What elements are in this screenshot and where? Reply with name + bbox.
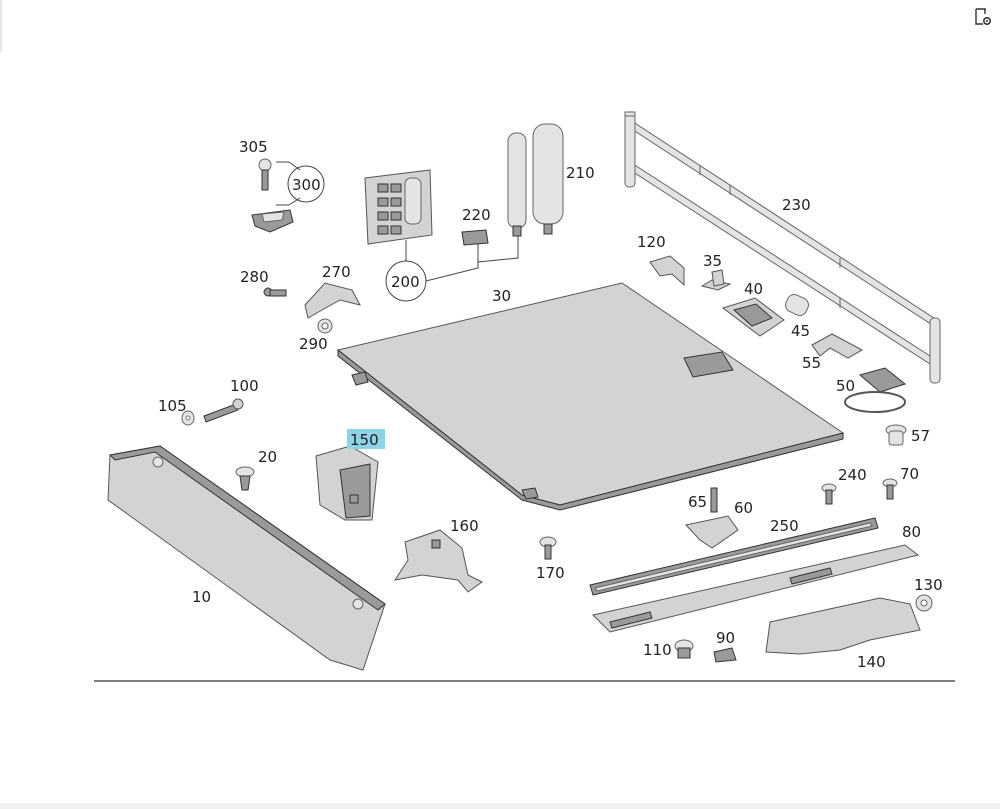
part-140-cover[interactable] bbox=[765, 597, 921, 655]
part-150-bracket[interactable] bbox=[315, 445, 379, 521]
part-45-lock[interactable] bbox=[783, 292, 811, 318]
part-210-roller-cylinders[interactable] bbox=[507, 123, 564, 237]
label-60[interactable]: 60 bbox=[734, 499, 753, 517]
label-140[interactable]: 140 bbox=[857, 653, 886, 671]
label-55[interactable]: 55 bbox=[802, 354, 821, 372]
part-30-floor-panel[interactable] bbox=[336, 282, 845, 511]
label-210[interactable]: 210 bbox=[566, 164, 595, 182]
label-240[interactable]: 240 bbox=[838, 466, 867, 484]
label-305[interactable]: 305 bbox=[239, 138, 268, 156]
label-50[interactable]: 50 bbox=[836, 377, 855, 395]
label-30[interactable]: 30 bbox=[492, 287, 511, 305]
label-120[interactable]: 120 bbox=[637, 233, 666, 251]
leader-lines bbox=[276, 161, 519, 302]
part-labels: 305 300 210 220 230 280 270 200 30 290 1… bbox=[158, 138, 943, 671]
label-70[interactable]: 70 bbox=[900, 465, 919, 483]
label-65[interactable]: 65 bbox=[688, 493, 707, 511]
label-280[interactable]: 280 bbox=[240, 268, 269, 286]
part-130-nut[interactable] bbox=[915, 594, 933, 612]
label-20[interactable]: 20 bbox=[258, 448, 277, 466]
document-settings-icon[interactable] bbox=[974, 8, 992, 26]
label-220[interactable]: 220 bbox=[462, 206, 491, 224]
label-105[interactable]: 105 bbox=[158, 397, 187, 415]
label-250[interactable]: 250 bbox=[770, 517, 799, 535]
part-90-clip[interactable] bbox=[713, 647, 737, 663]
label-200[interactable]: 200 bbox=[391, 273, 420, 291]
part-60-guide[interactable] bbox=[685, 515, 739, 549]
part-105-washer[interactable] bbox=[181, 410, 195, 426]
part-100-bolt[interactable] bbox=[203, 398, 244, 423]
label-45[interactable]: 45 bbox=[791, 322, 810, 340]
part-20-clip[interactable] bbox=[235, 466, 255, 491]
label-130[interactable]: 130 bbox=[914, 576, 943, 594]
label-80[interactable]: 80 bbox=[902, 523, 921, 541]
label-10[interactable]: 10 bbox=[192, 588, 211, 606]
label-290[interactable]: 290 bbox=[299, 335, 328, 353]
part-70-screw[interactable] bbox=[882, 478, 898, 500]
label-230[interactable]: 230 bbox=[782, 196, 811, 214]
left-edge-bar bbox=[0, 0, 2, 52]
part-35-clip[interactable] bbox=[700, 269, 732, 291]
label-90[interactable]: 90 bbox=[716, 629, 735, 647]
part-65-pin[interactable] bbox=[710, 487, 718, 513]
part-200-switch-panel[interactable] bbox=[364, 169, 433, 245]
label-300[interactable]: 300 bbox=[292, 176, 321, 194]
label-150-highlight bbox=[347, 429, 385, 449]
part-290-nut[interactable] bbox=[317, 318, 333, 334]
part-57-grommet[interactable] bbox=[885, 424, 907, 446]
part-120-bracket[interactable] bbox=[649, 255, 685, 287]
label-170[interactable]: 170 bbox=[536, 564, 565, 582]
label-40[interactable]: 40 bbox=[744, 280, 763, 298]
bottom-edge-bar bbox=[0, 803, 1000, 809]
label-270[interactable]: 270 bbox=[322, 263, 351, 281]
part-160-bracket[interactable] bbox=[393, 529, 483, 593]
part-305-screw[interactable] bbox=[258, 158, 272, 191]
part-80-rail[interactable] bbox=[592, 544, 920, 633]
part-280-bolt[interactable] bbox=[263, 287, 287, 297]
label-57[interactable]: 57 bbox=[911, 427, 930, 445]
label-160[interactable]: 160 bbox=[450, 517, 479, 535]
label-35[interactable]: 35 bbox=[703, 252, 722, 270]
part-50-cable[interactable] bbox=[844, 367, 907, 413]
label-150[interactable]: 150 bbox=[350, 431, 379, 449]
part-110-clip[interactable] bbox=[674, 639, 694, 659]
part-40-handle[interactable] bbox=[721, 297, 785, 337]
part-170-screw[interactable] bbox=[539, 536, 557, 560]
part-250-rail[interactable] bbox=[589, 517, 879, 596]
part-10-side-trim[interactable] bbox=[107, 445, 386, 671]
part-270-bracket[interactable] bbox=[304, 282, 361, 319]
label-100[interactable]: 100 bbox=[230, 377, 259, 395]
part-300-latch[interactable] bbox=[251, 209, 294, 233]
part-240-screw[interactable] bbox=[821, 483, 837, 505]
part-230-rail-frame[interactable] bbox=[624, 111, 941, 384]
part-55-clip[interactable] bbox=[811, 333, 864, 359]
part-220-connector[interactable] bbox=[461, 229, 489, 246]
label-110[interactable]: 110 bbox=[643, 641, 672, 659]
